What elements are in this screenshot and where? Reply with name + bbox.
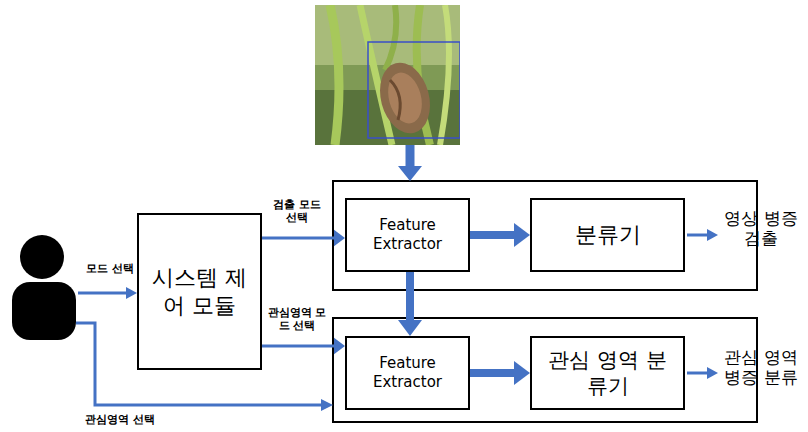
edge-label: 검출 모드 선택	[266, 198, 328, 224]
connector-arrow	[470, 361, 530, 385]
node-text: Feature Extractor	[355, 354, 460, 392]
roi-classifier-box: 관심 영역 분류기	[530, 336, 685, 410]
roi-select-label: 관심영역 선택	[70, 413, 170, 426]
connector-arrow	[398, 272, 422, 336]
detection-group	[333, 181, 757, 290]
mode-select-label: 모드 선택	[80, 262, 140, 275]
feature-extractor-box: Feature Extractor	[345, 336, 470, 410]
node-text: 분류기	[575, 221, 641, 249]
node-text: Feature Extractor	[355, 216, 460, 254]
control-module-box: 시스템 제어 모듈	[137, 213, 262, 370]
edge-label: 관심영역 모드 선택	[266, 306, 328, 332]
output-label: 관심 영역 병증 분류	[719, 347, 803, 388]
connector-arrow	[470, 223, 530, 247]
wires	[76, 145, 718, 411]
output-label: 영상 병증 검출	[719, 208, 803, 249]
classifier-box: 분류기	[530, 198, 685, 272]
node-text: 시스템 제어 모듈	[147, 264, 252, 319]
connector-arrow	[262, 338, 345, 355]
feature-extractor-box: Feature Extractor	[345, 198, 470, 272]
node-text: 관심 영역 분류기	[540, 347, 675, 400]
connector-arrow	[262, 230, 345, 247]
roi-group	[333, 318, 757, 422]
user-icon	[12, 235, 76, 340]
leaf-photo	[315, 5, 460, 145]
